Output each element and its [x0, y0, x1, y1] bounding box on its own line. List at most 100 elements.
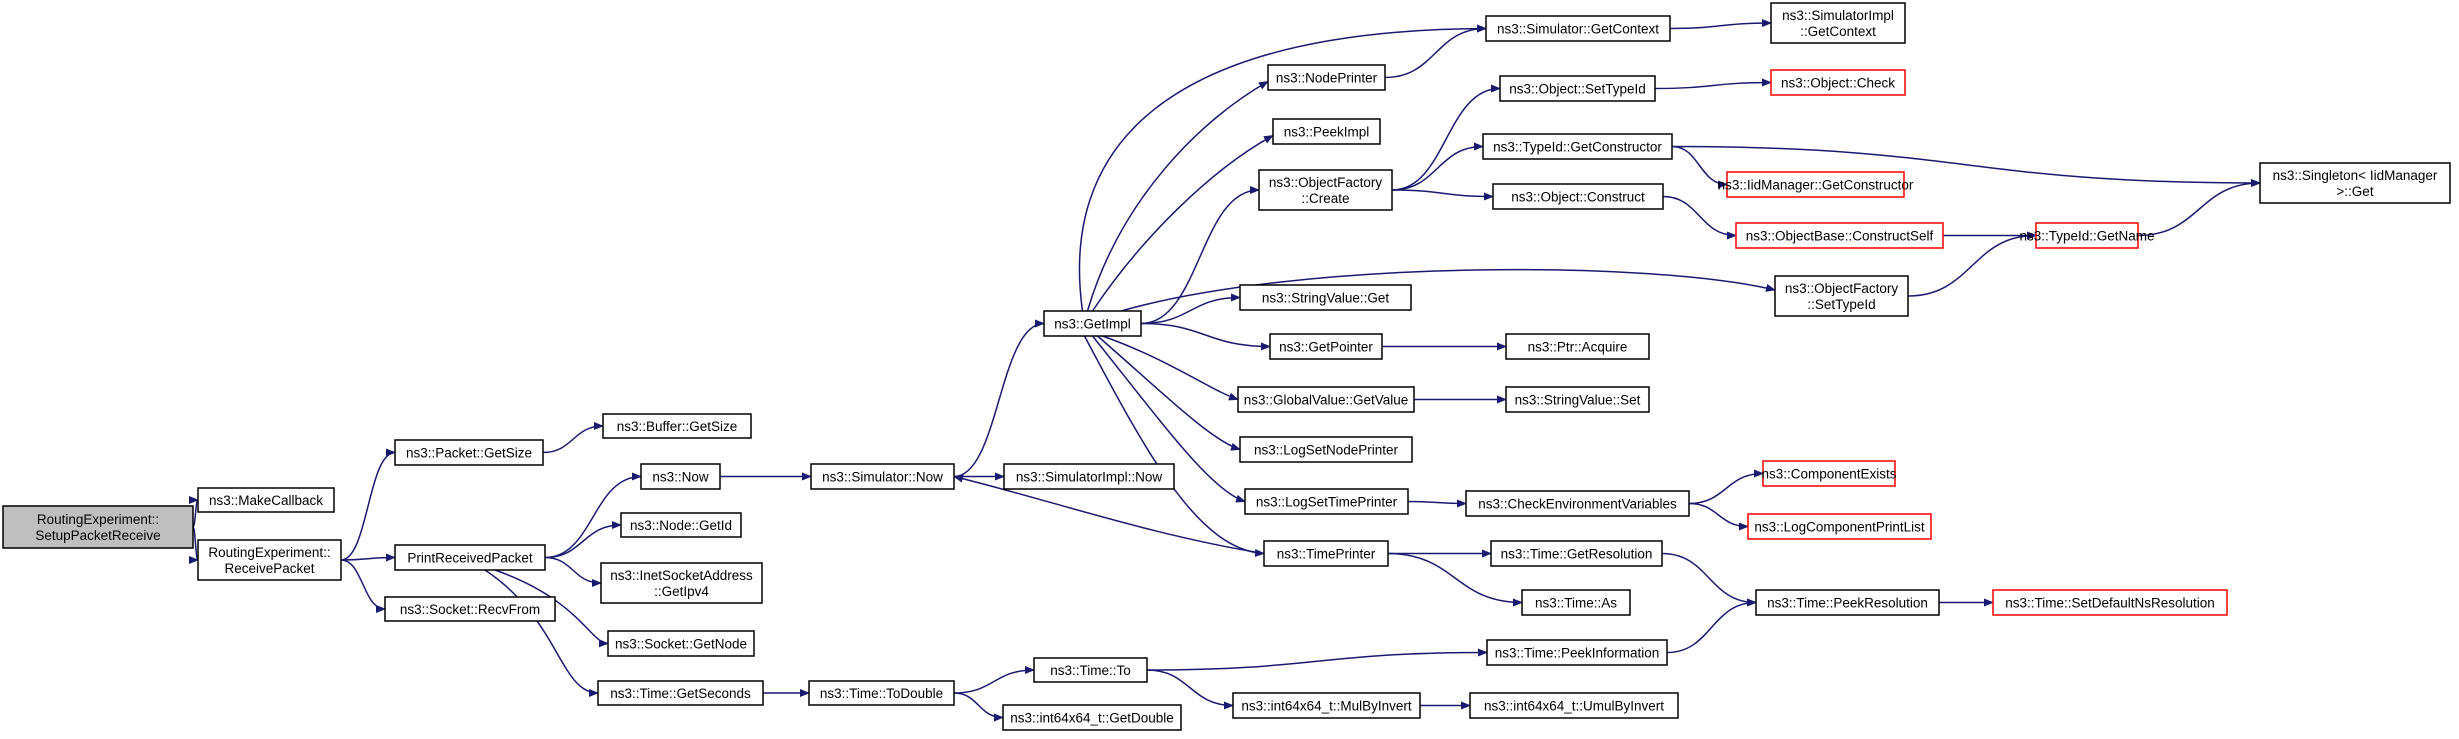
node-label-svg-0: ns3::StringValue::Get	[1262, 291, 1390, 306]
node-cev[interactable]: ns3::CheckEnvironmentVariables	[1465, 490, 1690, 517]
node-obcs[interactable]: ns3::ObjectBase::ConstructSelf	[1735, 222, 1944, 249]
node-ofc[interactable]: ns3::ObjectFactory::Create	[1258, 169, 1393, 211]
edge-recv-to-prp	[340, 553, 396, 562]
node-label-ost-0: ns3::Object::SetTypeId	[1509, 82, 1646, 97]
node-box-i64gd	[1002, 704, 1182, 731]
node-sinow[interactable]: ns3::SimulatorImpl::Now	[1003, 463, 1175, 490]
node-ttd[interactable]: ns3::Time::ToDouble	[808, 680, 955, 706]
node-label-gptr-0: ns3::GetPointer	[1279, 340, 1373, 355]
node-now[interactable]: ns3::Now	[640, 463, 721, 490]
node-gptr[interactable]: ns3::GetPointer	[1269, 333, 1383, 360]
node-box-och	[1770, 69, 1906, 96]
node-label-tgc-0: ns3::TypeId::GetConstructor	[1493, 140, 1662, 155]
node-label-ocon-0: ns3::Object::Construct	[1511, 190, 1645, 205]
node-label-tsdn-0: ns3::Time::SetDefaultNsResolution	[2005, 596, 2215, 611]
node-prp[interactable]: PrintReceivedPacket	[394, 544, 546, 571]
node-ofst[interactable]: ns3::ObjectFactory::SetTypeId	[1774, 275, 1909, 317]
node-tpr[interactable]: ns3::Time::PeekResolution	[1755, 589, 1940, 616]
node-box-now	[640, 463, 721, 490]
node-box-ocon	[1492, 183, 1664, 210]
node-svs[interactable]: ns3::StringValue::Set	[1505, 386, 1650, 413]
edge-gimpl-to-svg	[1140, 293, 1241, 325]
edge-sgc-to-sigc	[1669, 19, 1772, 30]
node-label-sgn-0: ns3::Socket::GetNode	[615, 637, 747, 652]
edge-tgn-to-sing	[2137, 179, 2261, 237]
node-tgn[interactable]: ns3::TypeId::GetName	[2019, 222, 2155, 249]
node-label-gimpl-0: ns3::GetImpl	[1054, 317, 1131, 332]
edge-tto-to-tpi	[1146, 648, 1488, 671]
node-box-ofst	[1774, 275, 1909, 317]
node-box-mkcb	[197, 487, 335, 513]
node-mkcb[interactable]: ns3::MakeCallback	[197, 487, 335, 513]
node-gimpl[interactable]: ns3::GetImpl	[1043, 310, 1142, 337]
edge-recv-to-pgs	[340, 448, 396, 561]
edge-gimpl-to-gptr	[1140, 322, 1271, 351]
node-box-lstp	[1244, 488, 1409, 515]
edge-tgc-to-imgc	[1671, 145, 1728, 189]
node-lstp[interactable]: ns3::LogSetTimePrinter	[1244, 488, 1409, 515]
node-box-cev	[1465, 490, 1690, 517]
node-box-obcs	[1735, 222, 1944, 249]
node-lsnp[interactable]: ns3::LogSetNodePrinter	[1239, 436, 1413, 463]
node-tsdn[interactable]: ns3::Time::SetDefaultNsResolution	[1992, 589, 2228, 616]
node-i64gd[interactable]: ns3::int64x64_t::GetDouble	[1002, 704, 1182, 731]
node-label-isa-1: ::GetIpv4	[654, 584, 709, 599]
node-tpi[interactable]: ns3::Time::PeekInformation	[1486, 639, 1668, 666]
node-box-snow	[810, 463, 955, 490]
node-box-lcpl	[1747, 513, 1932, 540]
node-peek[interactable]: ns3::PeekImpl	[1272, 118, 1381, 145]
edge-gimpl-to-lsnp	[1097, 335, 1241, 451]
edge-tp-to-tas	[1387, 552, 1523, 607]
edge-gimpl-to-ofst	[1120, 268, 1776, 312]
node-tgc[interactable]: ns3::TypeId::GetConstructor	[1482, 133, 1673, 160]
node-tp[interactable]: ns3::TimePrinter	[1263, 540, 1389, 567]
node-i64mbi[interactable]: ns3::int64x64_t::MulByInvert	[1232, 692, 1421, 719]
node-label-tgs-0: ns3::Time::GetSeconds	[610, 686, 751, 701]
node-ngid[interactable]: ns3::Node::GetId	[620, 512, 742, 538]
node-snow[interactable]: ns3::Simulator::Now	[810, 463, 955, 490]
node-ocon[interactable]: ns3::Object::Construct	[1492, 183, 1664, 210]
edge-gimpl-to-np	[1086, 80, 1269, 312]
node-box-lsnp	[1239, 436, 1413, 463]
node-tgr[interactable]: ns3::Time::GetResolution	[1490, 540, 1663, 567]
node-pgs[interactable]: ns3::Packet::GetSize	[394, 439, 544, 466]
node-box-imgc	[1726, 171, 1905, 198]
node-imgc[interactable]: ns3::IidManager::GetConstructor	[1718, 171, 1914, 198]
node-root[interactable]: RoutingExperiment::SetupPacketReceive	[2, 505, 194, 549]
node-recv[interactable]: RoutingExperiment::ReceivePacket	[197, 539, 342, 581]
node-sigc[interactable]: ns3::SimulatorImpl::GetContext	[1770, 2, 1906, 44]
node-box-tpi	[1486, 639, 1668, 666]
node-box-bgs	[602, 413, 752, 439]
node-tas[interactable]: ns3::Time::As	[1521, 589, 1631, 616]
node-box-sinow	[1003, 463, 1175, 490]
node-i64umi[interactable]: ns3::int64x64_t::UmulByInvert	[1469, 692, 1679, 719]
node-tto[interactable]: ns3::Time::To	[1033, 657, 1148, 683]
node-cex[interactable]: ns3::ComponentExists	[1761, 460, 1897, 487]
node-label-np-0: ns3::NodePrinter	[1276, 71, 1378, 86]
node-pacq[interactable]: ns3::Ptr::Acquire	[1505, 333, 1650, 360]
node-sgc[interactable]: ns3::Simulator::GetContext	[1485, 15, 1671, 42]
node-bgs[interactable]: ns3::Buffer::GetSize	[602, 413, 752, 439]
edge-gimpl-to-lstp	[1091, 335, 1246, 503]
edge-ofst-to-tgn	[1907, 231, 2037, 297]
node-svg[interactable]: ns3::StringValue::Get	[1239, 284, 1412, 311]
node-lcpl[interactable]: ns3::LogComponentPrintList	[1747, 513, 1932, 540]
node-label-root-1: SetupPacketReceive	[35, 528, 160, 543]
node-sgn[interactable]: ns3::Socket::GetNode	[607, 630, 755, 657]
node-box-tgn	[2035, 222, 2139, 249]
node-label-sinow-0: ns3::SimulatorImpl::Now	[1016, 470, 1163, 485]
node-isa[interactable]: ns3::InetSocketAddress::GetIpv4	[600, 562, 763, 604]
node-tgs[interactable]: ns3::Time::GetSeconds	[597, 680, 764, 706]
edge-prp-to-sgn	[494, 569, 609, 648]
node-sing[interactable]: ns3::Singleton< IidManager>::Get	[2259, 162, 2451, 204]
node-box-recv	[197, 539, 342, 581]
node-box-ofc	[1258, 169, 1393, 211]
edge-tgc-to-sing	[1671, 145, 2261, 187]
node-np[interactable]: ns3::NodePrinter	[1267, 64, 1386, 91]
node-ost[interactable]: ns3::Object::SetTypeId	[1499, 75, 1656, 102]
node-label-lcpl-0: ns3::LogComponentPrintList	[1754, 520, 1925, 535]
node-label-lstp-0: ns3::LogSetTimePrinter	[1256, 495, 1398, 510]
node-och[interactable]: ns3::Object::Check	[1770, 69, 1906, 96]
node-gvgv[interactable]: ns3::GlobalValue::GetValue	[1237, 386, 1415, 413]
node-srf[interactable]: ns3::Socket::RecvFrom	[384, 596, 556, 622]
